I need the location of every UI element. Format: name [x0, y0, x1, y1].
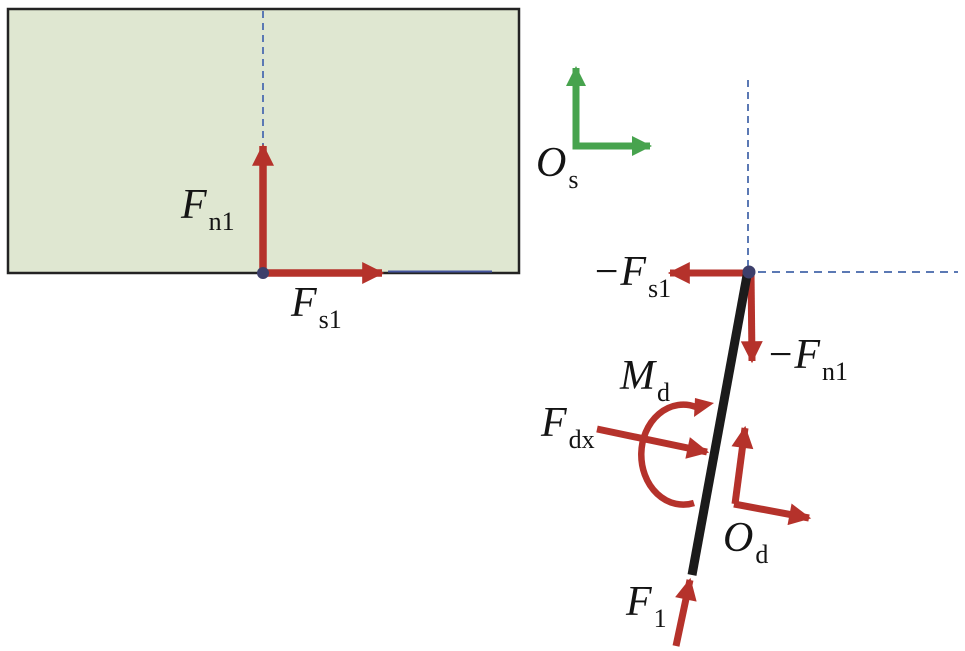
force-fdx-arrow [596, 425, 710, 459]
label-fn1: Fn1 [181, 182, 235, 236]
moment-md-arc [638, 401, 698, 508]
label-neg-fn1: −Fn1 [766, 332, 848, 386]
od-frame-x-axis-arrow [733, 500, 812, 526]
label-od: Od [723, 515, 769, 569]
pivot-point-dot [742, 265, 756, 279]
contact-point-dot [257, 267, 269, 279]
moment-md-arrowhead [694, 398, 714, 417]
label-os: Os [536, 140, 579, 194]
label-neg-fs1: −Fs1 [592, 249, 672, 303]
label-md: Md [620, 353, 670, 407]
label-fdx: Fdx [541, 400, 595, 454]
od-frame-y-axis-arrow [731, 425, 754, 505]
force-neg-fn1-arrow [740, 270, 763, 364]
rod-link [687, 269, 753, 576]
force-f1-arrow [672, 577, 697, 647]
label-f1: F1 [626, 579, 667, 633]
label-fs1: Fs1 [291, 280, 342, 334]
